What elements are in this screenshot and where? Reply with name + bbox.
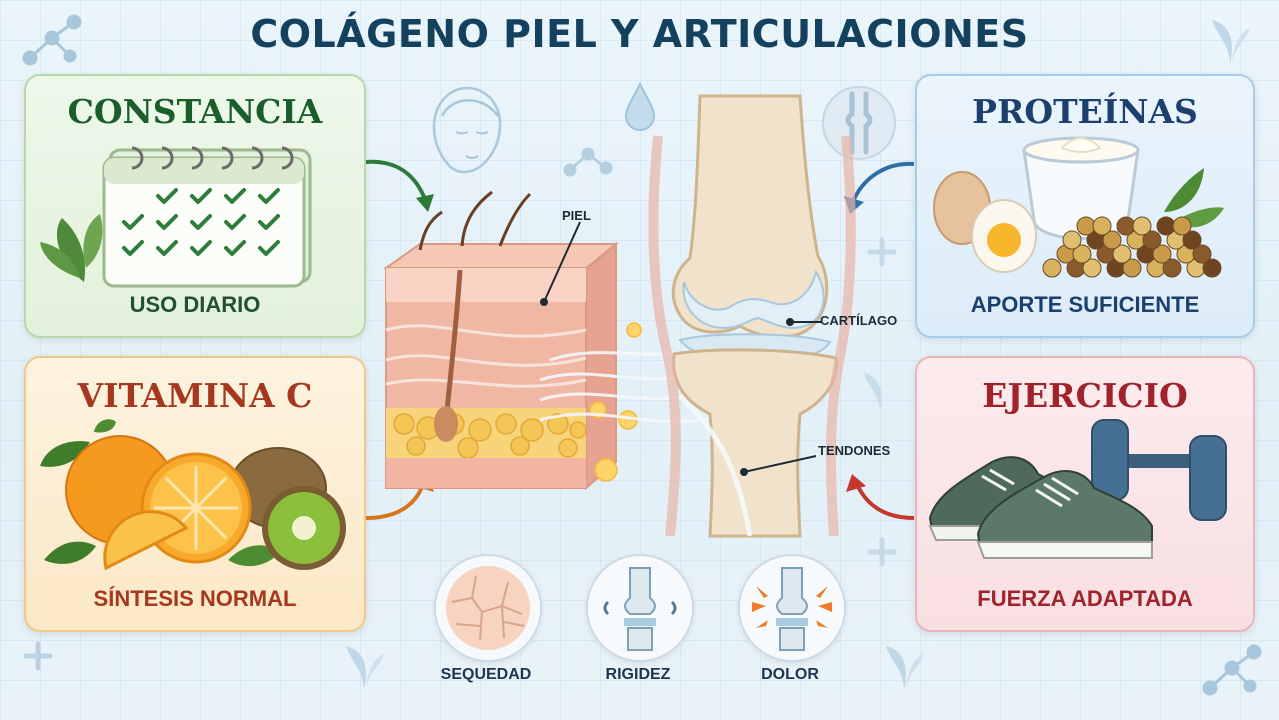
calendar-icon [40, 146, 312, 288]
check-mark [190, 214, 212, 230]
leaf-icon [886, 646, 924, 690]
food-icon [933, 136, 1224, 278]
molecule-icon [563, 147, 613, 177]
check-mark [190, 188, 212, 204]
symptom-sequedad [434, 554, 542, 662]
vitamina-c-subtitle: SÍNTESIS NORMAL [93, 586, 297, 611]
legume [1062, 230, 1082, 250]
leaf-icon [1212, 20, 1250, 64]
symptom-label-rigidez: RIGIDEZ [605, 666, 671, 683]
legume [1092, 216, 1112, 236]
legume [1102, 230, 1122, 250]
molecule-icon [1202, 644, 1262, 696]
ejercicio-subtitle: FUERZA ADAPTADA [977, 586, 1193, 611]
leaf-icon [863, 372, 882, 413]
plus-icon [867, 537, 897, 567]
citrus-icon [40, 419, 346, 571]
check-mark [258, 240, 280, 256]
symptom-label-dolor: DOLOR [761, 666, 819, 683]
check-mark [156, 240, 178, 256]
cartilago-label: CARTÍLAGO [820, 313, 898, 328]
tendones-pointer [740, 455, 817, 476]
legume [1042, 258, 1062, 278]
page-title: COLÁGENO PIEL Y ARTICULACIONES [250, 12, 1029, 56]
legume [1082, 258, 1102, 278]
legume [1192, 244, 1212, 264]
arrow-icon [365, 159, 434, 212]
check-mark [258, 188, 280, 204]
legume [1076, 216, 1096, 236]
check-mark [122, 240, 144, 256]
constancia-title: CONSTANCIA [67, 92, 323, 131]
check-mark [224, 188, 246, 204]
legume [1156, 216, 1176, 236]
leaf-icon [346, 646, 384, 690]
check-mark [258, 214, 280, 230]
legume [1182, 230, 1202, 250]
vitamina-c-title: VITAMINA C [77, 376, 313, 415]
check-mark [224, 240, 246, 256]
symptom-label-sequedad: SEQUEDAD [440, 666, 532, 683]
tendones-label: TENDONES [818, 443, 891, 458]
ejercicio-panel: EJERCICIO FUERZA ADAPTADA [915, 356, 1255, 632]
check-mark [156, 188, 178, 204]
legume [1072, 244, 1092, 264]
proteinas-title: PROTEÍNAS [972, 92, 1198, 131]
knee-badge-icon [822, 86, 896, 160]
symptom-dolor [738, 554, 846, 662]
joint-pain-icon [752, 567, 832, 651]
water-drop-icon [624, 81, 656, 131]
check-mark [190, 240, 212, 256]
legume [1162, 258, 1182, 278]
check-mark [122, 214, 144, 230]
dry-skin-icon [446, 566, 530, 650]
legume [1122, 258, 1142, 278]
piel-label: PIEL [562, 208, 591, 223]
legume [1152, 244, 1172, 264]
arrow-icon [846, 474, 915, 520]
knee-joint-illustration [648, 94, 856, 538]
proteinas-subtitle: APORTE SUFICIENTE [970, 292, 1200, 317]
legume [1172, 216, 1192, 236]
legume [1142, 230, 1162, 250]
legume [1112, 244, 1132, 264]
plus-icon [867, 237, 897, 267]
plus-icon [23, 641, 53, 671]
check-mark [156, 214, 178, 230]
ejercicio-title: EJERCICIO [982, 376, 1188, 415]
piel-pointer [540, 221, 581, 306]
stiff-joint-icon [603, 567, 677, 651]
legume [1202, 258, 1222, 278]
molecule-icon [22, 14, 82, 66]
cartilago-pointer [786, 318, 822, 326]
legume [1116, 216, 1136, 236]
legume [1132, 216, 1152, 236]
face-outline-icon [432, 86, 502, 174]
constancia-subtitle: USO DIARIO [129, 292, 261, 317]
symptom-rigidez [586, 554, 694, 662]
sneakers-dumbbell-icon [928, 419, 1227, 559]
check-mark [224, 214, 246, 230]
